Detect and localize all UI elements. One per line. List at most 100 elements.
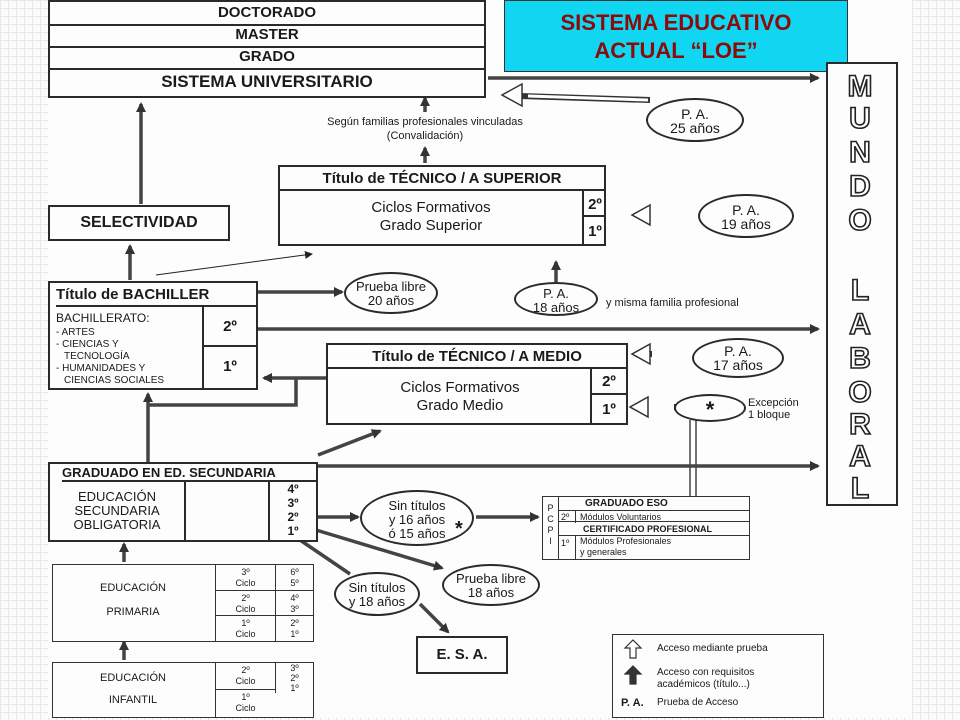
excepcion-asterisk-ellipse: *: [674, 394, 746, 422]
sin-titulos-18-line-1: Sin títulos: [348, 580, 406, 595]
eso-line-2: SECUNDARIA: [74, 503, 160, 518]
sin-titulos-18-line-2: y 18 años: [348, 594, 406, 609]
primaria-ciclos: 3º Ciclo 6º 5º 2º Ciclo 4º 3º 1º Ciclo 2…: [215, 565, 315, 641]
eso-year-2: 2º: [287, 510, 299, 524]
excepcion-line-2: 1 bloque: [748, 409, 791, 421]
prueba-libre-18-line-1: Prueba libre: [455, 571, 527, 586]
tecnico-superior-title: Título de TÉCNICO / A SUPERIOR: [280, 167, 604, 191]
page-title: SISTEMA EDUCATIVO ACTUAL “LOE”: [504, 0, 848, 72]
university-block: DOCTORADO MASTER GRADO SISTEMA UNIVERSIT…: [48, 0, 486, 98]
infantil-ciclo-2-num: 2º: [241, 665, 250, 675]
prueba-libre-18-ellipse: Prueba libre 18 años: [442, 564, 540, 606]
prueba-libre-20-line-2: 20 años: [367, 293, 415, 308]
primaria-ciclo-2-label: Ciclo: [235, 604, 256, 614]
tecnico-medio-years: 2º 1º: [590, 369, 626, 423]
pa25-ellipse: P. A. 25 años: [646, 98, 744, 142]
bachiller-year-1: 1º: [223, 358, 237, 375]
bachillerato-item-1: - ARTES: [56, 327, 95, 338]
primaria-box: EDUCACIÓN PRIMARIA 3º Ciclo 6º 5º 2º Cic…: [52, 564, 314, 642]
primaria-text: EDUCACIÓN PRIMARIA: [53, 581, 213, 619]
sin-titulos-16-line-2: y 16 años: [388, 512, 446, 527]
open-arrow-legend-icon: [623, 639, 643, 659]
bachiller-box: Título de BACHILLER BACHILLERATO: - ARTE…: [48, 281, 258, 390]
bachillerato-list: - ARTES - CIENCIAS Y TECNOLOGÍA - HUMANI…: [56, 327, 204, 387]
pa17-ellipse: P. A. 17 años: [692, 338, 784, 378]
primaria-ciclo-2: 2º Ciclo: [215, 591, 275, 616]
infantil-ciclo-1: 1º Ciclo: [215, 690, 275, 717]
primaria-years-65: 6º 5º: [275, 565, 313, 591]
selectividad-box: SELECTIVIDAD: [48, 205, 230, 241]
pa17-line-1: P. A.: [724, 343, 752, 359]
tecnico-superior-line-1: Ciclos Formativos: [371, 199, 491, 216]
legend-filled-arrow-line-2: académicos (título...): [657, 679, 750, 690]
tecnico-medio-box: Título de TÉCNICO / A MEDIO Ciclos Forma…: [326, 343, 628, 425]
eso-line-1: EDUCACIÓN: [77, 489, 156, 504]
pa19-ellipse: P. A. 19 años: [698, 194, 794, 238]
pcpi-modulos-prof-line-2: y generales: [580, 547, 627, 557]
mundo-laboral-letter-9: B: [848, 342, 871, 375]
bachillerato-item-5: CIENCIAS SOCIALES: [64, 375, 165, 386]
pa19-line-1: P. A.: [732, 202, 760, 218]
esa-box: E. S. A.: [416, 636, 508, 674]
familias-note: Según familias profesionales vinculadas …: [290, 115, 560, 143]
infantil-ciclo-1-label: Ciclo: [235, 703, 256, 713]
pa18-note: y misma familia profesional: [606, 297, 739, 309]
eso-years: 4º 3º 2º 1º: [268, 482, 316, 540]
legend-pa-text: Prueba de Acceso: [657, 697, 739, 708]
route-medio-eso: [148, 378, 298, 407]
infantil-ciclo-2-label: Ciclo: [235, 676, 256, 686]
bachiller-years: 2º 1º: [202, 307, 256, 388]
pcpi-letter-3: P: [547, 525, 554, 535]
mundo-laboral-letter-2: U: [848, 102, 871, 135]
tecnico-superior-years: 2º 1º: [582, 191, 606, 244]
eso-year-3: 3º: [287, 496, 299, 510]
infantil-ciclo-1-num: 1º: [241, 692, 250, 702]
pa25-line-2: 25 años: [670, 120, 720, 136]
open-arrowhead-excepcion: [628, 395, 649, 419]
mundo-laboral-letter-7: L: [850, 274, 870, 307]
pcpi-modulos-profesionales: Módulos Profesionales y generales: [575, 536, 747, 559]
open-arrowhead-pa25: [500, 82, 523, 108]
tecnico-superior-year-2: 2º: [584, 193, 606, 217]
pcpi-letter-4: I: [549, 536, 552, 546]
arrow-eso-medio: [317, 429, 382, 457]
eso-year-4: 4º: [287, 482, 299, 496]
title-line-2: ACTUAL “LOE”: [594, 38, 758, 63]
primaria-ciclo-1-label: Ciclo: [235, 629, 256, 639]
sin-titulos-16-line-1: Sin títulos: [388, 498, 446, 513]
pa25-line-1: P. A.: [681, 106, 709, 122]
pcpi-letter-1: P: [547, 503, 554, 513]
pcpi-modulos-prof-line-1: Módulos Profesionales: [580, 536, 672, 546]
pa19-line-2: 19 años: [721, 216, 771, 232]
open-arrowhead-pa19: [630, 203, 651, 227]
pa18-line-1: P. A.: [543, 286, 569, 301]
arrow-eso-sintitulos18: [299, 538, 351, 576]
pcpi-year-1: 1º: [561, 538, 570, 548]
primaria-ciclo-1: 1º Ciclo: [215, 616, 275, 641]
primaria-ciclo-3: 3º Ciclo: [215, 565, 275, 591]
eso-text: EDUCACIÓN SECUNDARIA OBLIGATORIA: [50, 490, 184, 532]
mundo-laboral-box: [826, 62, 898, 506]
primaria-years-43: 4º 3º: [275, 591, 313, 616]
thin-arrow-bachiller-superior: [155, 250, 313, 276]
pcpi-certificado: CERTIFICADO PROFESIONAL: [583, 524, 713, 534]
infantil-years-321: 3º 2º 1º: [275, 663, 313, 693]
tecnico-medio-year-1: 1º: [602, 401, 616, 418]
doctorado-label: DOCTORADO: [50, 4, 484, 26]
primaria-ciclo-3-num: 3º: [241, 567, 250, 577]
mundo-laboral-letter-4: D: [848, 170, 871, 203]
mundo-laboral-letter-3: N: [848, 136, 871, 169]
eso-divider: [184, 482, 268, 540]
eso-title: GRADUADO EN ED. SECUNDARIA: [62, 464, 316, 482]
tecnico-medio-text: Ciclos Formativos Grado Medio: [328, 379, 592, 415]
mundo-laboral-letter-10: O: [848, 376, 873, 409]
pcpi-letter-2: C: [547, 514, 554, 524]
bachiller-year-2: 2º: [204, 307, 256, 347]
bachiller-title: Título de BACHILLER: [56, 283, 256, 307]
tecnico-medio-title: Título de TÉCNICO / A MEDIO: [328, 345, 626, 369]
pcpi-row-1: 1º Módulos Profesionales y generales: [559, 535, 749, 559]
infantil-ciclo-2: 2º Ciclo: [215, 663, 275, 690]
pcpi-letters: P C P I: [543, 497, 559, 559]
prueba-libre-20-line-1: Prueba libre: [355, 279, 427, 294]
